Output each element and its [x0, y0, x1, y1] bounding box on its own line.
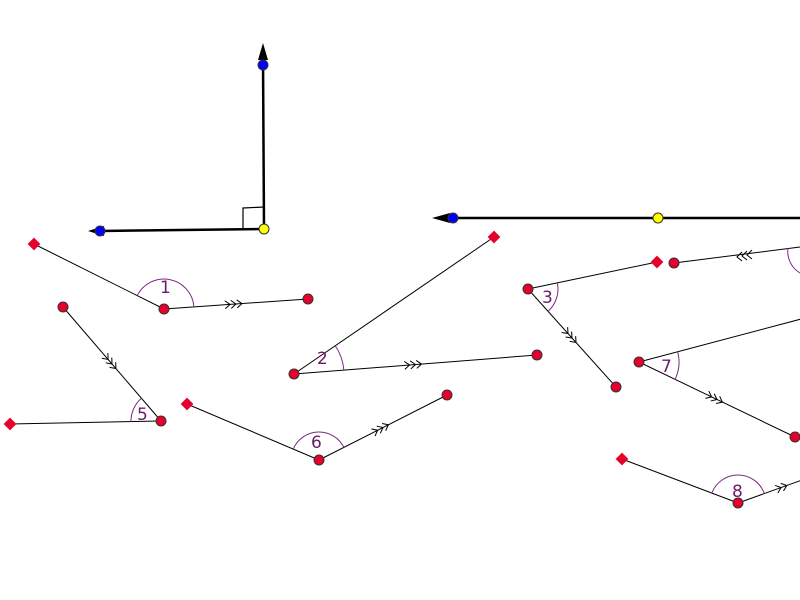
diamond-point: [615, 452, 629, 466]
angle-label-7: 7: [661, 357, 672, 377]
parallel-tick-icon: [741, 250, 748, 261]
origin-point: [258, 223, 270, 235]
diamond-point: [180, 397, 194, 411]
segment: [673, 246, 800, 264]
parallel-tick-icon: [403, 360, 411, 370]
parallel-tick-icon: [561, 327, 569, 335]
angle-arc: [547, 282, 559, 312]
axis-point: [94, 225, 106, 237]
diamond-point: [650, 255, 664, 269]
end-point: [531, 349, 543, 361]
diamond-point: [3, 417, 17, 431]
angle-label-1: 1: [160, 278, 171, 298]
parallel-tick-icon: [710, 393, 718, 402]
parallel-tick-icon: [381, 422, 390, 431]
parallel-tick-icon: [376, 425, 384, 434]
angle-label-8: 8: [732, 482, 743, 502]
segment: [9, 420, 162, 425]
angle-arc: [292, 431, 345, 450]
diamond-point: [27, 237, 41, 251]
parallel-tick-icon: [746, 249, 753, 260]
vertex-point: [522, 283, 534, 295]
perpendicular-axes: [88, 43, 800, 236]
parallel-tick-icon: [105, 357, 113, 365]
arrowhead-left-icon: [432, 213, 450, 223]
parallel-tick-icon: [780, 482, 788, 492]
end-point: [302, 293, 314, 305]
parallel-tick-icon: [409, 360, 417, 370]
vertex-point: [158, 303, 170, 315]
angle-label-5: 5: [137, 405, 148, 425]
parallel-tick-icon: [371, 428, 379, 437]
end-point: [610, 381, 622, 393]
end-point: [789, 431, 800, 443]
angle-arc: [674, 351, 680, 380]
parallel-tick-icon: [774, 484, 782, 494]
segment: [186, 403, 320, 461]
diamond-point: [487, 230, 501, 244]
axis-point: [257, 59, 269, 71]
angle-arc: [711, 474, 765, 494]
segment: [621, 458, 739, 504]
parallel-tick-icon: [565, 331, 573, 339]
parallel-tick-icon: [236, 299, 243, 309]
vertex-point: [313, 454, 325, 466]
axis-point: [447, 212, 459, 224]
angle-label-6: 6: [311, 433, 322, 453]
vertex-point: [155, 415, 167, 427]
segment: [527, 261, 658, 290]
horizontal-ray: [99, 227, 265, 233]
segment: [293, 236, 495, 375]
segment: [737, 480, 800, 504]
parallel-tick-icon: [736, 251, 743, 262]
right-angle-marker: [242, 206, 265, 229]
vertex-point: [633, 356, 645, 368]
parallel-tick-icon: [716, 396, 724, 405]
angle-arc: [130, 397, 142, 422]
parallel-tick-icon: [101, 353, 109, 361]
parallel-tick-icon: [705, 390, 713, 399]
angle-arc: [136, 278, 195, 307]
angle-arc: [787, 247, 800, 274]
origin-point: [652, 212, 664, 224]
vertex-point: [732, 497, 744, 509]
segment: [33, 243, 165, 310]
vertex-point: [288, 368, 300, 380]
angle-label-2: 2: [317, 349, 328, 369]
parallel-tick-icon: [224, 300, 231, 310]
angle-arc: [334, 345, 345, 371]
arrowhead-up-icon: [258, 43, 268, 60]
segment: [638, 318, 800, 363]
parallel-tick-icon: [109, 362, 117, 370]
parallel-tick-icon: [415, 360, 423, 369]
parallel-tick-icon: [569, 336, 577, 344]
end-point: [668, 257, 680, 269]
end-point: [441, 389, 453, 401]
angle-label-3: 3: [542, 288, 553, 308]
vertical-ray: [261, 57, 266, 230]
end-point: [57, 301, 69, 313]
parallel-tick-icon: [230, 299, 237, 309]
